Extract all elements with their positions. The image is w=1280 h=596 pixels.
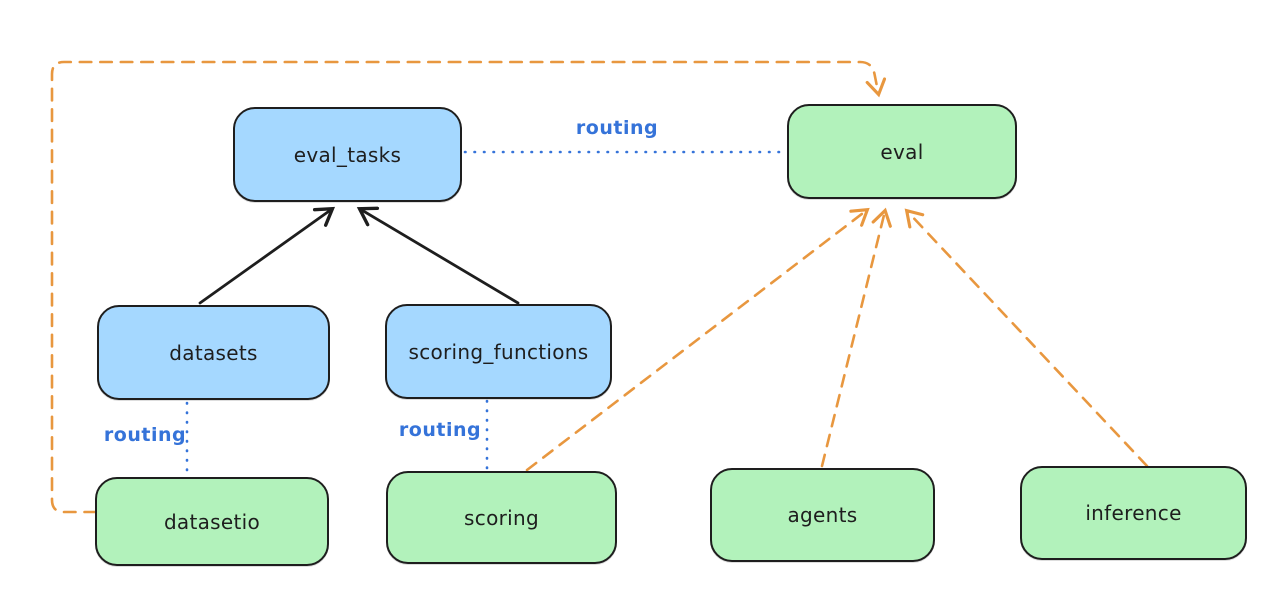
node-datasetio: datasetio: [95, 477, 329, 566]
node-scoring-functions: scoring_functions: [385, 304, 612, 399]
edge-datasets-to-eval-tasks: [198, 206, 336, 305]
node-scoring-functions-label: scoring_functions: [408, 339, 589, 364]
edge-datasetio-to-eval: [50, 60, 887, 514]
node-inference-label: inference: [1085, 501, 1182, 525]
node-inference: inference: [1020, 466, 1247, 560]
node-eval-tasks: eval_tasks: [233, 107, 462, 202]
node-datasets: datasets: [97, 305, 330, 400]
node-agents: agents: [710, 468, 935, 562]
edge-label-routing-scoring-functions-scoring: routing: [398, 419, 482, 441]
edge-label-routing-eval-tasks-eval: routing: [575, 117, 659, 139]
edge-scoring-functions-to-eval-tasks: [356, 206, 520, 305]
node-agents-label: agents: [787, 503, 858, 527]
edge-agents-to-eval: [820, 207, 892, 468]
node-datasets-label: datasets: [169, 340, 258, 365]
node-eval-label: eval: [880, 139, 924, 164]
node-eval-tasks-label: eval_tasks: [293, 142, 402, 167]
edge-label-routing-datasets-datasetio: routing: [103, 424, 187, 446]
edge-inference-to-eval: [904, 208, 1149, 468]
node-scoring: scoring: [386, 471, 617, 564]
node-scoring-label: scoring: [464, 505, 539, 530]
node-datasetio-label: datasetio: [163, 509, 261, 534]
node-eval: eval: [787, 104, 1017, 199]
edge-scoring-to-eval: [525, 207, 870, 472]
